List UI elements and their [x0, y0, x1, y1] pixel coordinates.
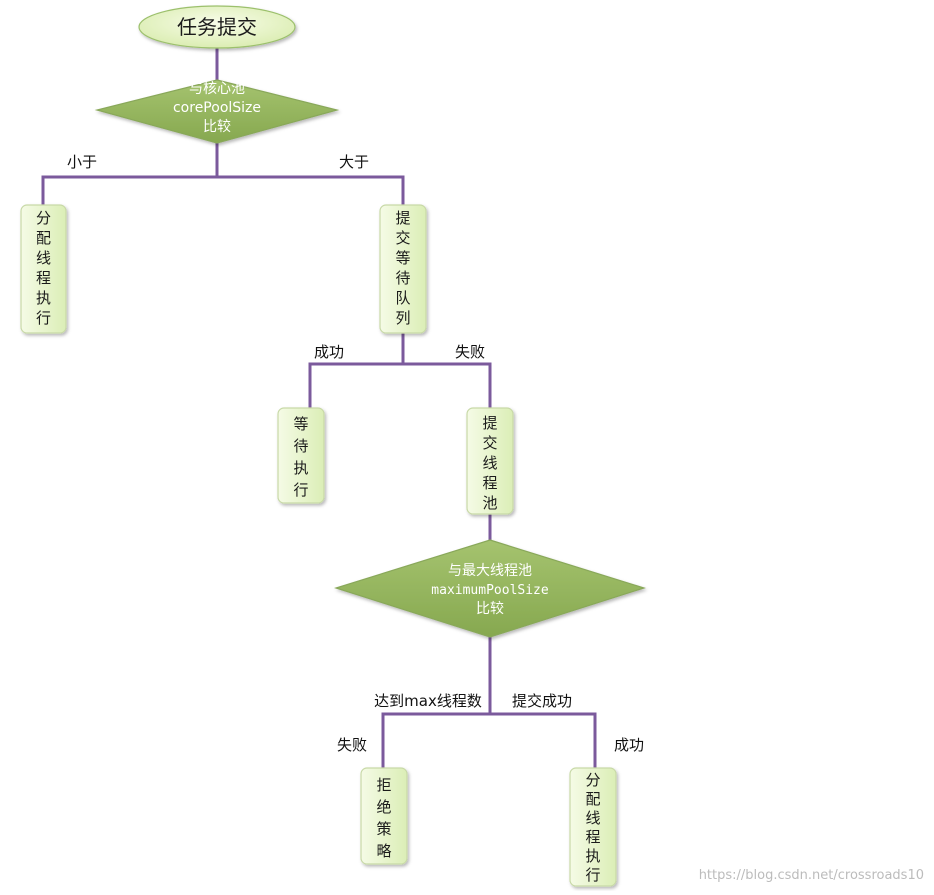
- core-decision-line-3: 比较: [203, 119, 231, 135]
- label-assign-success: 成功: [614, 736, 644, 754]
- core-decision-diamond: [94, 79, 340, 144]
- box-reject-policy-char: 绝: [376, 798, 391, 816]
- box-submit-thread-pool-char: 池: [482, 494, 497, 512]
- box-submit-queue-char: 列: [395, 309, 410, 327]
- edge-queue-split: [308, 331, 492, 410]
- label-less-than: 小于: [67, 153, 97, 171]
- core-decision-line-2: corePoolSize: [173, 100, 261, 116]
- box-assign-thread-2-char: 行: [585, 866, 600, 884]
- box-assign-thread-2-rect: [569, 767, 617, 887]
- box-submit-queue-char: 提: [395, 209, 410, 227]
- label-greater-than: 大于: [339, 153, 369, 171]
- box-assign-thread-1-char: 执: [36, 289, 51, 307]
- box-reject-policy-char: 略: [376, 842, 391, 860]
- box-reject-policy-char: 策: [376, 820, 391, 838]
- box-assign-thread-2-char: 分: [585, 771, 600, 789]
- box-submit-queue-char: 待: [395, 269, 410, 287]
- box-submit-thread-pool-rect: [466, 407, 514, 515]
- box-reject-policy-char: 拒: [376, 776, 391, 794]
- edges: [41, 46, 597, 770]
- max-decision-diamond: [334, 539, 646, 638]
- max-decision-line-2: maximumPoolSize: [431, 583, 549, 598]
- box-assign-thread-2: 分 配 线 程 执 行: [569, 767, 617, 887]
- box-assign-thread-1: 分 配 线 程 执 行: [20, 204, 67, 334]
- edge-labels: 小于 大于 成功 失败 达到max线程数 提交成功 失败 成功: [67, 153, 644, 754]
- box-wait-execute: 等 待 执 行: [277, 407, 325, 504]
- box-wait-execute-rect: [277, 407, 325, 504]
- box-submit-queue-char: 交: [395, 229, 410, 247]
- box-wait-execute-char: 行: [293, 481, 308, 499]
- start-label: 任务提交: [177, 15, 257, 39]
- box-reject-policy: 拒 绝 策 略: [360, 767, 408, 865]
- max-decision-line-3: 比较: [476, 601, 504, 617]
- max-decision-line-1: 与最大线程池: [448, 563, 532, 579]
- box-submit-thread-pool-char: 线: [482, 454, 497, 472]
- label-queue-fail: 失败: [455, 343, 485, 361]
- box-assign-thread-1-char: 程: [36, 269, 51, 287]
- box-submit-thread-pool: 提 交 线 程 池: [466, 407, 514, 515]
- box-assign-thread-2-char: 程: [585, 828, 600, 846]
- edge-max-decision-split: [381, 635, 597, 770]
- box-assign-thread-1-rect: [20, 204, 67, 334]
- box-reject-policy-rect: [360, 767, 408, 865]
- box-wait-execute-char: 执: [293, 459, 308, 477]
- box-submit-queue: 提 交 等 待 队 列: [379, 204, 427, 334]
- label-reject-fail: 失败: [337, 736, 367, 754]
- box-assign-thread-1-char: 分: [36, 209, 51, 227]
- core-decision-line-1: 与核心池: [189, 81, 245, 97]
- core-pool-decision: 与核心池 corePoolSize 比较: [94, 79, 340, 144]
- box-assign-thread-2-char: 执: [585, 847, 600, 865]
- box-submit-thread-pool-char: 交: [482, 434, 497, 452]
- max-pool-decision: 与最大线程池 maximumPoolSize 比较: [334, 539, 646, 638]
- label-reach-max: 达到max线程数: [374, 692, 482, 710]
- box-assign-thread-1-char: 行: [36, 309, 51, 327]
- box-wait-execute-char: 待: [293, 437, 308, 455]
- box-submit-thread-pool-char: 程: [482, 474, 497, 492]
- start-ellipse: [138, 5, 296, 49]
- label-queue-success: 成功: [314, 343, 344, 361]
- edge-core-decision-split: [41, 141, 405, 207]
- watermark-text: https://blog.csdn.net/crossroads10: [699, 868, 924, 883]
- box-assign-thread-2-char: 线: [585, 809, 600, 827]
- box-wait-execute-char: 等: [293, 415, 308, 433]
- box-assign-thread-1-char: 线: [36, 249, 51, 267]
- box-submit-queue-char: 队: [395, 289, 410, 307]
- box-submit-thread-pool-char: 提: [482, 414, 497, 432]
- label-submit-success: 提交成功: [512, 692, 572, 710]
- box-submit-queue-rect: [379, 204, 427, 334]
- start-node: 任务提交: [138, 5, 296, 49]
- box-assign-thread-1-char: 配: [36, 229, 51, 247]
- box-submit-queue-char: 等: [395, 249, 410, 267]
- box-assign-thread-2-char: 配: [585, 790, 600, 808]
